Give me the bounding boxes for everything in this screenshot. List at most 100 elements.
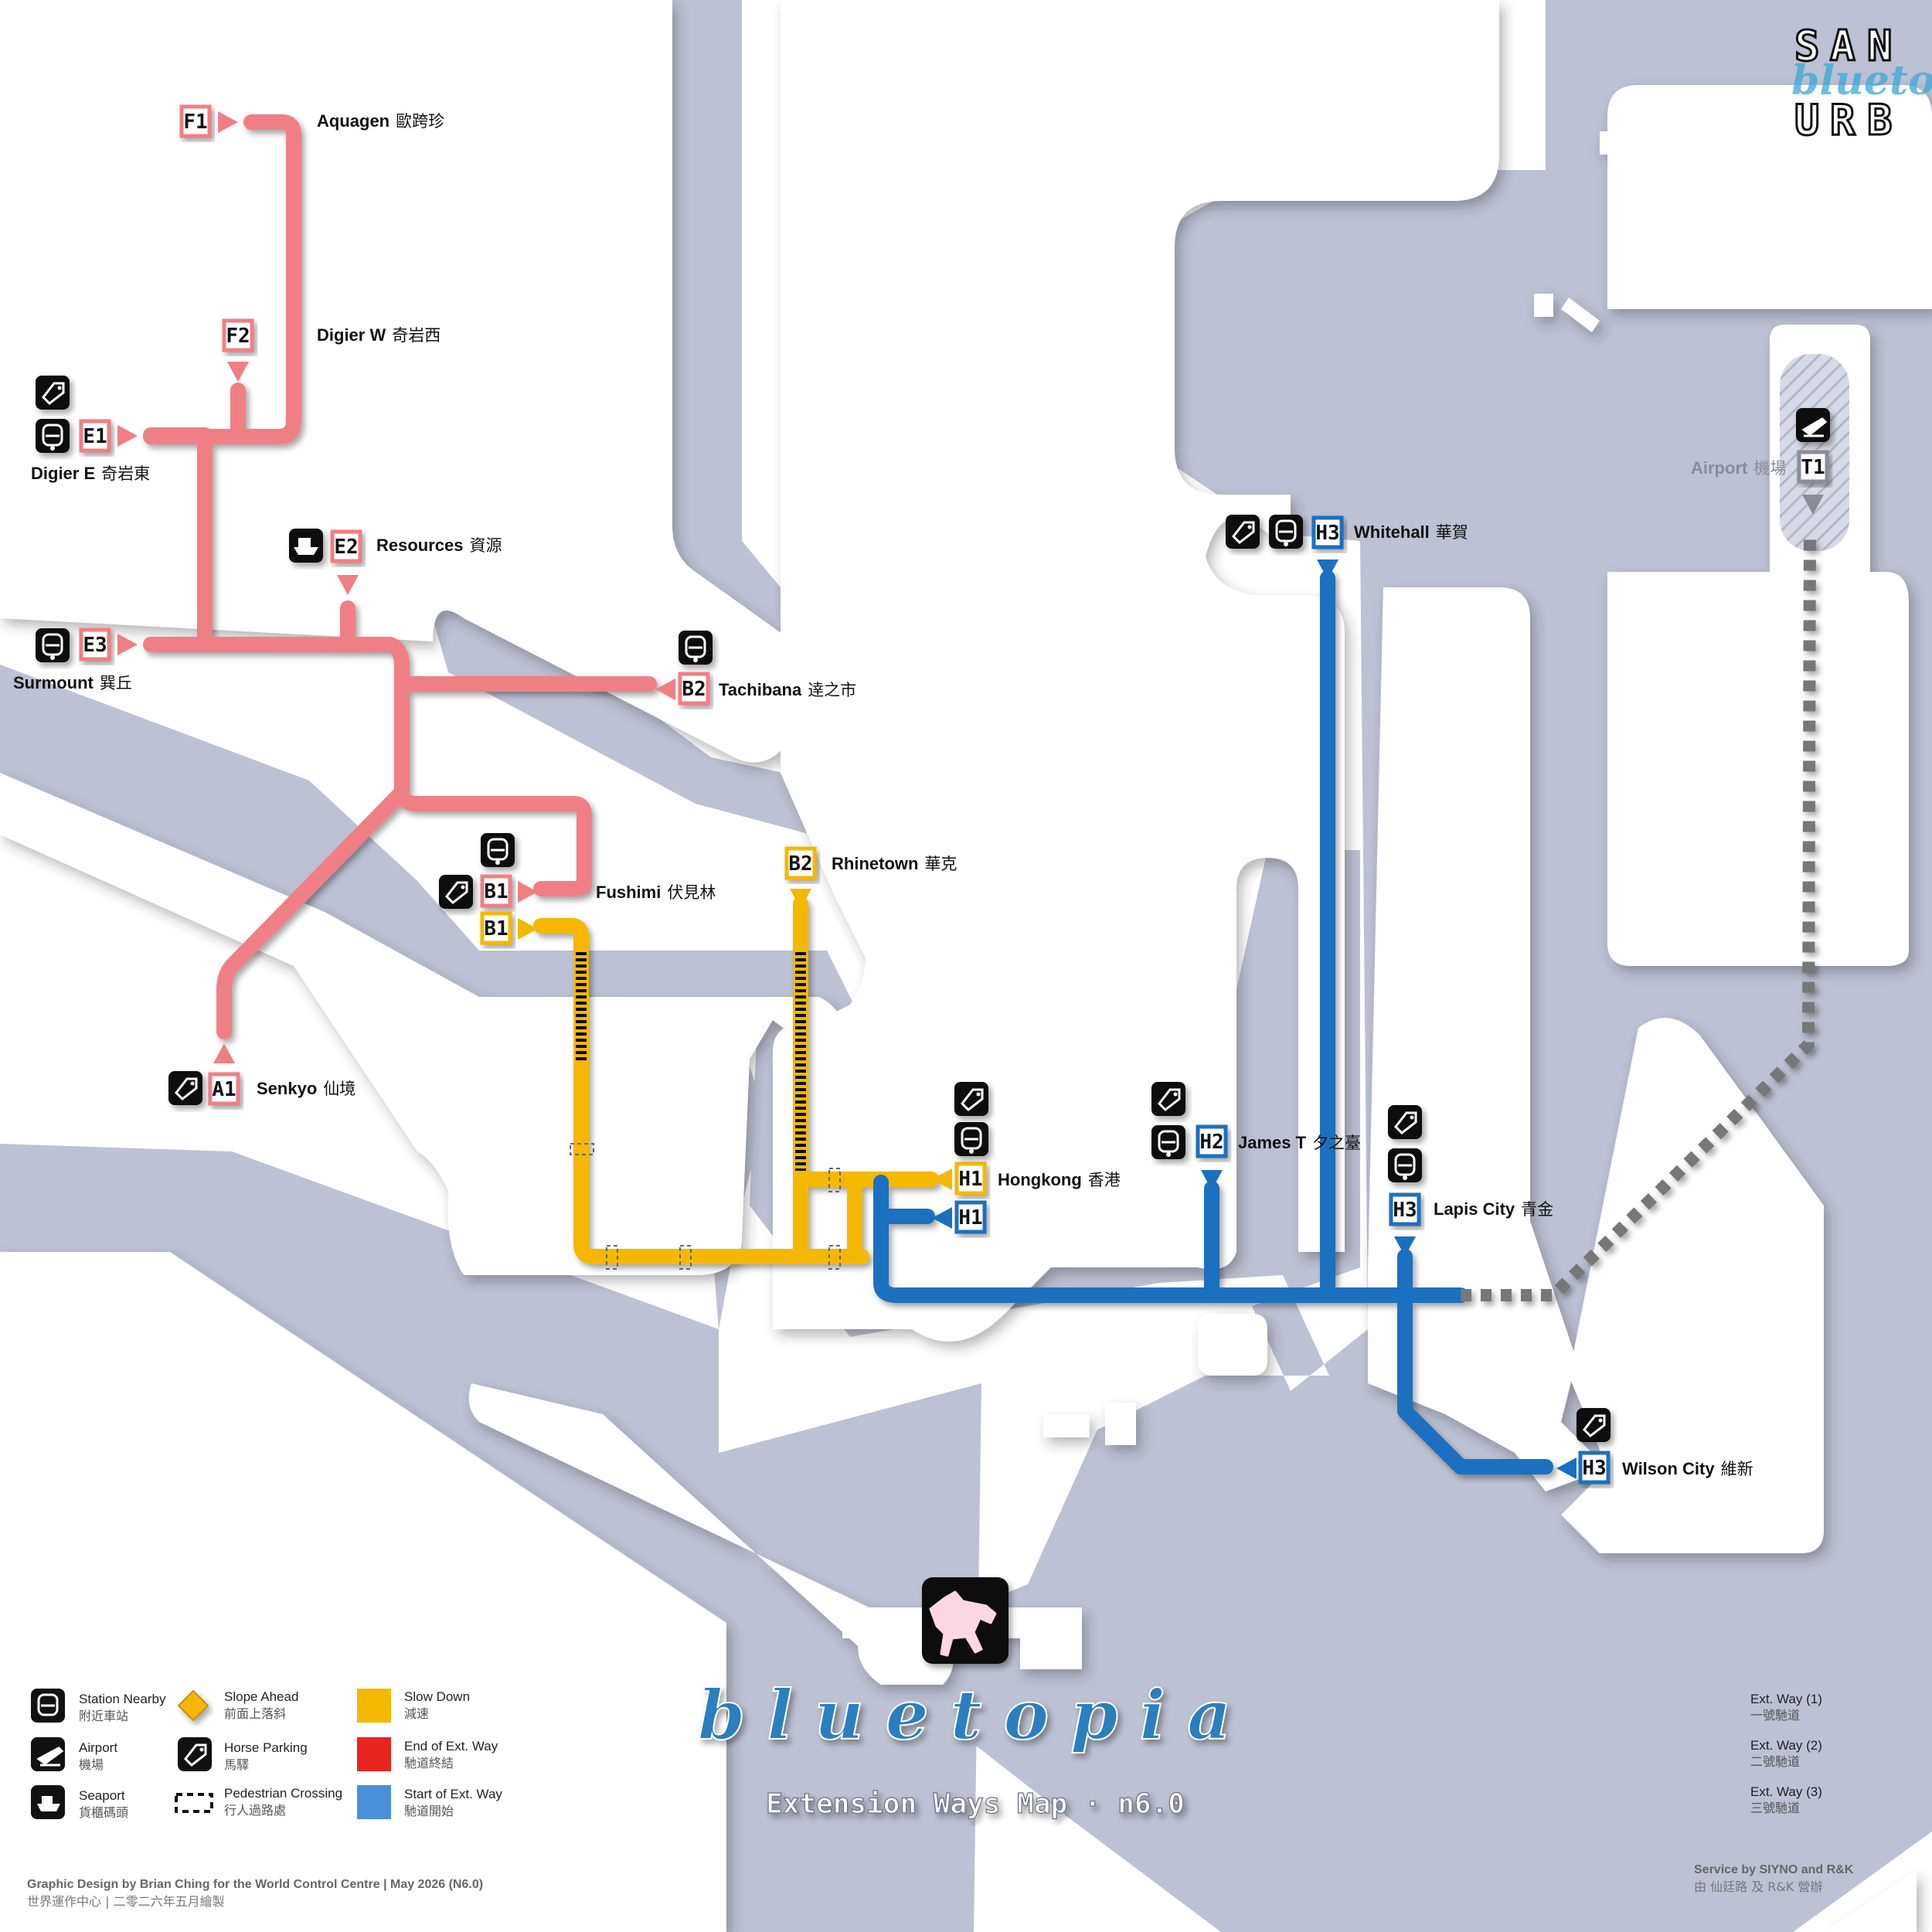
svg-text:Ext. Way (2): Ext. Way (2) [1750,1738,1822,1753]
crossing-mark [828,1245,841,1270]
way1-branch-senkyo [216,784,410,1039]
tag-icon [1151,1082,1185,1116]
station-B2a[interactable]: B2 [655,672,710,706]
way1-branch-fushimi [394,676,592,896]
svg-text:馳道終結: 馳道終結 [404,1756,454,1770]
station-code: H3 [1393,1199,1417,1222]
station-T1[interactable]: T1 [1797,450,1829,515]
station-H3l[interactable]: H3 [1389,1192,1421,1257]
legend-horse-parking: Horse Parking 馬驛 [178,1737,308,1772]
direction-arrow [518,918,538,940]
direction-arrow [790,889,811,909]
station-E2[interactable]: E2 [330,529,362,595]
svg-text:三號馳道: 三號馳道 [1750,1801,1800,1815]
legend-station-nearby: Station Nearby 附近車站 [31,1689,166,1723]
land-area [1368,587,1607,1492]
station-F2[interactable]: F2 [222,318,254,382]
svg-text:Pedestrian Crossing: Pedestrian Crossing [224,1786,342,1801]
station-code: B1 [484,880,508,903]
svg-text:Ext. Way (1): Ext. Way (1) [1750,1692,1822,1706]
horse-icon [929,1590,997,1657]
station-B1y[interactable]: B1 [480,911,538,945]
map-subtitle: Extension Ways Map · n6.0 [766,1788,1185,1820]
train-icon [36,419,70,453]
station-E3[interactable]: E3 [79,628,138,662]
legend-slope: Slope Ahead 前面上落斜 [177,1689,298,1722]
station-H3s[interactable]: H3 [1556,1451,1611,1485]
routes [143,114,1816,1475]
legend-airport: Airport 機場 [31,1737,117,1772]
station-code: H3 [1582,1457,1606,1480]
direction-arrow [337,575,359,595]
direction-arrow [1394,1236,1416,1257]
way1-branch-tachibana [197,637,657,692]
station-B1[interactable]: B1 [480,874,538,908]
station-H2[interactable]: H2 [1196,1124,1228,1190]
station-code: B2 [788,852,812,876]
diamond-icon [177,1689,209,1722]
way1-branch-digier-e [143,427,213,652]
svg-text:附近車站: 附近車站 [79,1709,128,1723]
bluetopia-brand: bluetopia Extension Ways Map · n6.0 [697,1577,1253,1821]
station-B2b[interactable]: B2 [784,846,817,909]
station-code: E2 [334,536,358,559]
pedestrian-crossings [570,1143,841,1270]
train-icon [36,628,70,662]
footer: Graphic Design by Brian Ching for the Wo… [27,1863,1854,1909]
svg-text:二號馳道: 二號馳道 [1750,1754,1800,1769]
svg-text:馬驛: 馬驛 [224,1757,249,1772]
logo-letter: N [1867,22,1893,70]
svg-text:Ext. Way (3): Ext. Way (3) [1750,1784,1822,1799]
land-area [1136,626,1252,750]
land-area [1534,294,1553,317]
station-A1[interactable]: A1 [208,1043,240,1106]
legend-way-3: Ext. Way (3) 三號馳道 [1697,1784,1822,1815]
station-code: B2 [682,678,706,701]
station-E1[interactable]: E1 [79,419,138,453]
service-zh: 由 仙廷路 及 R&K 營辦 [1694,1879,1822,1894]
tag-icon [1226,515,1260,549]
tag-icon [1577,1408,1611,1442]
tag-icon [954,1082,988,1116]
station-H3w[interactable]: H3 [1311,515,1344,580]
service-en: Service by SIYNO and R&K [1694,1863,1854,1876]
legend-way-2: Ext. Way (2)二號馳道 [1697,1738,1822,1769]
credit-en: Graphic Design by Brian Ching for the Wo… [27,1878,483,1891]
way-airport-link [1461,532,1816,1301]
train-icon [481,833,515,867]
land-area [1020,1631,1082,1669]
land-area [1043,1414,1090,1437]
station-code: E1 [83,425,107,448]
tag-icon [184,1743,207,1767]
direction-arrow [932,1168,952,1190]
svg-text:前面上落斜: 前面上落斜 [224,1706,286,1721]
legend-end: End of Ext. Way 馳道終結 [357,1737,498,1771]
direction-arrow [1201,1170,1223,1190]
legend-way-1: Ext. Way (1)一號馳道 [1697,1692,1822,1723]
logo-letter: U [1794,96,1820,145]
train-icon [37,1693,59,1716]
land-area [1198,1314,1267,1376]
map-title: bluetopia [698,1675,1253,1755]
land-area [1716,1445,1747,1468]
station-H1[interactable]: H1 [932,1162,987,1196]
station-F1[interactable]: F1 [179,104,238,138]
direction-arrow [117,634,138,655]
direction-arrow [655,679,675,700]
station-code: F2 [226,325,250,348]
station-H1b[interactable]: H1 [932,1200,987,1234]
ship-icon [37,1796,60,1811]
station-code: A1 [212,1078,236,1101]
tag-icon [439,875,473,909]
logo-letter: S [1794,22,1820,70]
facility-icons [36,376,1830,1442]
crossing-mark [606,1245,618,1270]
legend-start: Start of Ext. Way 馳道開始 [357,1785,502,1819]
